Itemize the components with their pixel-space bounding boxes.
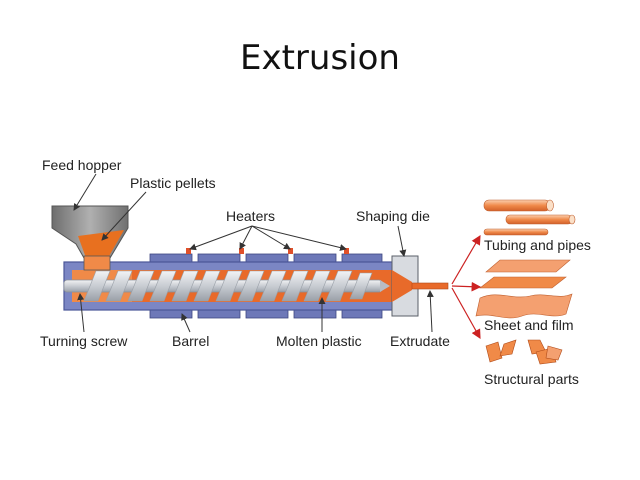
heater-block — [149, 309, 193, 319]
heater-terminal — [288, 248, 293, 254]
heater-block — [149, 253, 193, 263]
screw-tip — [380, 280, 390, 292]
label-sheet-and-film: Sheet and film — [484, 317, 574, 333]
tubing-and-pipes-illustration — [483, 199, 576, 236]
hopper-pellets — [78, 230, 124, 258]
heater-block — [197, 309, 241, 319]
label-turning-screw: Turning screw — [40, 333, 128, 349]
label-structural-parts: Structural parts — [484, 371, 579, 387]
label-plastic-pellets: Plastic pellets — [130, 175, 216, 191]
die-channel — [392, 270, 412, 302]
heater-terminal — [186, 248, 191, 254]
label-heaters: Heaters — [226, 208, 275, 224]
label-shaping-die: Shaping die — [356, 208, 430, 224]
heater-block — [341, 253, 383, 263]
label-extrudate: Extrudate — [390, 333, 450, 349]
heater-block — [293, 309, 337, 319]
label-molten-plastic: Molten plastic — [276, 333, 362, 349]
heater-block — [197, 253, 241, 263]
heater-terminal — [239, 248, 244, 254]
sheet-and-film-illustration — [475, 259, 573, 319]
heater-terminal — [344, 248, 349, 254]
label-tubing-and-pipes: Tubing and pipes — [484, 237, 591, 253]
label-feed-hopper: Feed hopper — [42, 157, 122, 173]
heaters-top — [149, 248, 383, 263]
heater-block — [293, 253, 337, 263]
slide-title: Extrusion — [240, 38, 400, 78]
heater-block — [341, 309, 383, 319]
screw-flights — [83, 270, 373, 302]
heater-block — [245, 253, 289, 263]
extrudate — [411, 282, 449, 290]
structural-parts-illustration — [485, 339, 563, 365]
label-barrel: Barrel — [172, 333, 209, 349]
output-arrows — [451, 234, 482, 340]
heaters-bottom — [149, 309, 383, 319]
leader-lines — [73, 173, 434, 333]
heater-block — [245, 309, 289, 319]
hopper-throat — [83, 255, 111, 271]
